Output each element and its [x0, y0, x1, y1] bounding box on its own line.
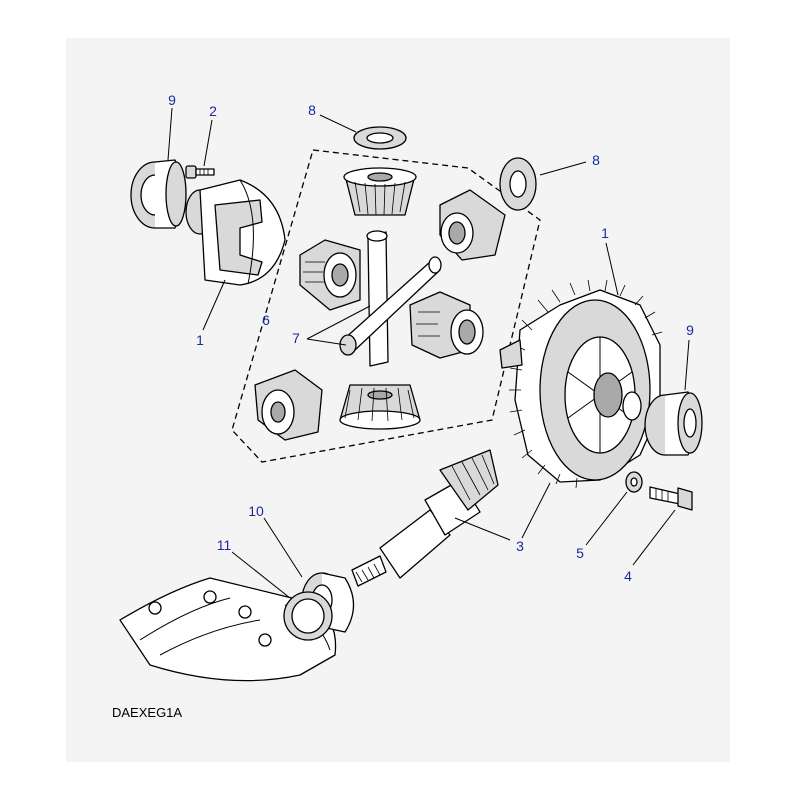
callout-9-bearing-right: 9	[686, 322, 694, 338]
thrust-washer-right	[499, 157, 537, 211]
bearing-part-right	[644, 391, 703, 456]
differential-case-left	[185, 179, 286, 286]
cross-shaft-parts	[339, 230, 442, 367]
differential-gear-set-outline	[231, 149, 541, 463]
callout-7-shafts: 7	[292, 330, 300, 346]
crown-wheel-assembly	[499, 279, 663, 489]
leader-lines	[167, 107, 690, 599]
screw-part	[185, 165, 215, 179]
callout-2-screw: 2	[209, 103, 217, 119]
axle-casing-part	[119, 577, 337, 682]
bearing-cup-ring-part	[283, 591, 333, 641]
differential-bevel-gear-top	[343, 167, 417, 216]
callout-8-washer-right: 8	[592, 152, 600, 168]
washer-part	[625, 471, 643, 493]
pinion-shaft-part	[351, 449, 499, 587]
thrust-washer-top	[353, 126, 407, 150]
differential-side-gear-right	[409, 291, 484, 359]
bolt-part	[649, 486, 693, 511]
callout-6-gear-set: 6	[262, 312, 270, 328]
differential-side-gear-right-top	[439, 189, 506, 261]
callout-1-crown-wheel: 1	[601, 225, 609, 241]
callout-5-washer: 5	[576, 545, 584, 561]
callout-9-bearing: 9	[168, 92, 176, 108]
callout-4-bolt: 4	[624, 568, 632, 584]
callout-11-ring: 11	[216, 537, 232, 553]
callout-8-washer-top: 8	[308, 102, 316, 118]
drawing-code: DAEXEG1A	[112, 705, 183, 720]
callout-10-seal: 10	[248, 503, 264, 519]
differential-bevel-gear-bottom	[339, 384, 421, 430]
callout-3-pinion: 3	[516, 538, 524, 554]
bearing-part-left	[130, 159, 187, 229]
differential-side-gear-left	[299, 239, 361, 311]
differential-bevel-gear-bottom-left	[254, 369, 323, 441]
callout-1-case-left: 1	[196, 332, 204, 348]
